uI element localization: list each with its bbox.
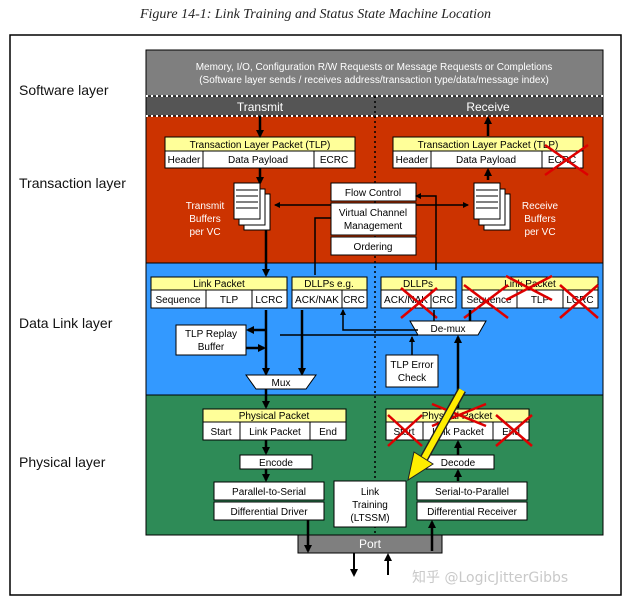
tx-tlp-ecrc: ECRC <box>320 155 348 166</box>
tx-tlp: Transaction Layer Packet (TLP) Header Da… <box>164 136 356 169</box>
mux-label: Mux <box>272 378 291 389</box>
decode-box: Decode <box>421 454 495 470</box>
serial-to-parallel-box: Serial-to-Parallel <box>416 481 528 501</box>
tx-lcrc: LCRC <box>255 295 282 306</box>
tx-sequence: Sequence <box>155 295 200 306</box>
figure-caption: Figure 14-1: Link Training and Status St… <box>139 7 492 22</box>
tx-buffers-label-1: Transmit <box>186 201 225 212</box>
diff-driver-label: Differential Driver <box>230 507 308 518</box>
physical-layer-label: Physical layer <box>19 454 106 470</box>
ordering-label: Ordering <box>354 242 393 253</box>
error-check-line2: Check <box>398 373 427 384</box>
rx-ack-nak: ACK/NAK <box>384 295 428 306</box>
receive-heading: Receive <box>466 100 510 114</box>
rx-buffers-label-1: Receive <box>522 201 559 212</box>
demux-block: De-mux <box>409 320 487 336</box>
ltssm-line1: Link <box>361 487 380 498</box>
rx-physical-packet: Physical Packet Start Link Packet End <box>385 402 533 447</box>
tx-phys-start: Start <box>210 427 231 438</box>
highlight-arrow-icon <box>407 387 466 482</box>
tx-phys-title: Physical Packet <box>239 411 310 422</box>
ordering-box: Ordering <box>330 236 417 256</box>
tx-buffers-label-3: per VC <box>189 227 220 238</box>
encode-label: Encode <box>259 458 293 469</box>
vc-mgmt-line1: Virtual Channel <box>339 208 407 219</box>
connector-line <box>314 217 331 275</box>
connector-line <box>340 309 418 331</box>
tx-tlp-header: Header <box>168 155 201 166</box>
tx-phys-link-packet: Link Packet <box>249 427 301 438</box>
tx-dllp-title: DLLPs e.g. <box>304 279 353 290</box>
rx-tlp-title: Transaction Layer Packet (TLP) <box>418 140 559 151</box>
tx-physical-packet: Physical Packet Start Link Packet End <box>202 408 347 441</box>
software-band <box>145 49 604 97</box>
rx-crc: CRC <box>432 295 454 306</box>
tx-tlp-payload: Data Payload <box>228 155 288 166</box>
tx-crc: CRC <box>343 295 365 306</box>
parallel-to-serial-box: Parallel-to-Serial <box>213 481 325 501</box>
error-check-line1: TLP Error <box>390 360 434 371</box>
rx-tlp-ecrc: ECRC <box>548 155 576 166</box>
ltssm-box: Link Training (LTSSM) <box>333 480 407 528</box>
rx-dllp-title: DLLPs <box>403 279 433 290</box>
tlp-replay-buffer: TLP Replay Buffer <box>175 324 247 356</box>
rx-link-packet-title: Link Packet <box>504 279 556 290</box>
rx-buffers-label-3: per VC <box>524 227 555 238</box>
ltssm-line3: (LTSSM) <box>350 513 389 524</box>
rx-buffers-icon <box>473 182 511 231</box>
port-block: Port <box>297 534 443 554</box>
tlp-error-check: TLP Error Check <box>385 354 439 388</box>
transaction-layer-label: Transaction layer <box>19 175 126 191</box>
tx-tlp-title: Transaction Layer Packet (TLP) <box>190 140 331 151</box>
decode-label: Decode <box>441 458 476 469</box>
cross-mark-icon <box>544 143 589 177</box>
ltssm-line2: Training <box>352 500 388 511</box>
connector-line <box>415 193 437 270</box>
rx-tlp: TLP <box>531 295 550 306</box>
encode-box: Encode <box>239 454 313 470</box>
s2p-label: Serial-to-Parallel <box>435 487 509 498</box>
datalink-layer-label: Data Link layer <box>19 315 113 331</box>
rx-phys-link-packet: Link Packet <box>432 427 484 438</box>
p2s-label: Parallel-to-Serial <box>232 487 306 498</box>
replay-line1: TLP Replay <box>185 329 237 340</box>
vc-management-box: Virtual Channel Management <box>330 202 417 236</box>
rx-tlp: Transaction Layer Packet (TLP) Header Da… <box>392 136 589 177</box>
differential-receiver-box: Differential Receiver <box>416 501 528 521</box>
tx-buffers-label-2: Buffers <box>189 214 221 225</box>
tx-phys-end: End <box>319 427 337 438</box>
cross-mark-icon <box>400 287 438 319</box>
flow-control-box: Flow Control <box>330 182 417 202</box>
flow-control-label: Flow Control <box>345 188 401 199</box>
rx-dllp: DLLPs ACK/NAK CRC <box>380 276 457 319</box>
software-layer-label: Software layer <box>19 82 109 98</box>
rx-buffers-label-2: Buffers <box>524 214 556 225</box>
demux-label: De-mux <box>430 324 465 335</box>
tx-tlp: TLP <box>220 295 239 306</box>
mux-block: Mux <box>245 374 317 390</box>
rx-tlp-header: Header <box>396 155 429 166</box>
tx-ack-nak: ACK/NAK <box>295 295 339 306</box>
tx-dllp: DLLPs e.g. ACK/NAK CRC <box>291 276 368 309</box>
transmit-heading: Transmit <box>237 100 284 114</box>
differential-driver-box: Differential Driver <box>213 501 325 521</box>
replay-line2: Buffer <box>198 342 225 353</box>
tx-buffers-icon <box>233 182 271 231</box>
tx-link-packet: Link Packet Sequence TLP LCRC <box>150 276 288 309</box>
tx-link-packet-title: Link Packet <box>193 279 245 290</box>
vc-mgmt-line2: Management <box>344 221 403 232</box>
software-line2: (Software layer sends / receives address… <box>199 75 549 86</box>
rx-link-packet: Link Packet Sequence TLP LCRC <box>461 274 599 319</box>
diff-receiver-label: Differential Receiver <box>427 507 518 518</box>
rx-tlp-payload: Data Payload <box>456 155 516 166</box>
watermark: 知乎 @LogicJitterGibbs <box>412 570 569 586</box>
port-label: Port <box>359 537 382 551</box>
software-line1: Memory, I/O, Configuration R/W Requests … <box>196 62 553 73</box>
